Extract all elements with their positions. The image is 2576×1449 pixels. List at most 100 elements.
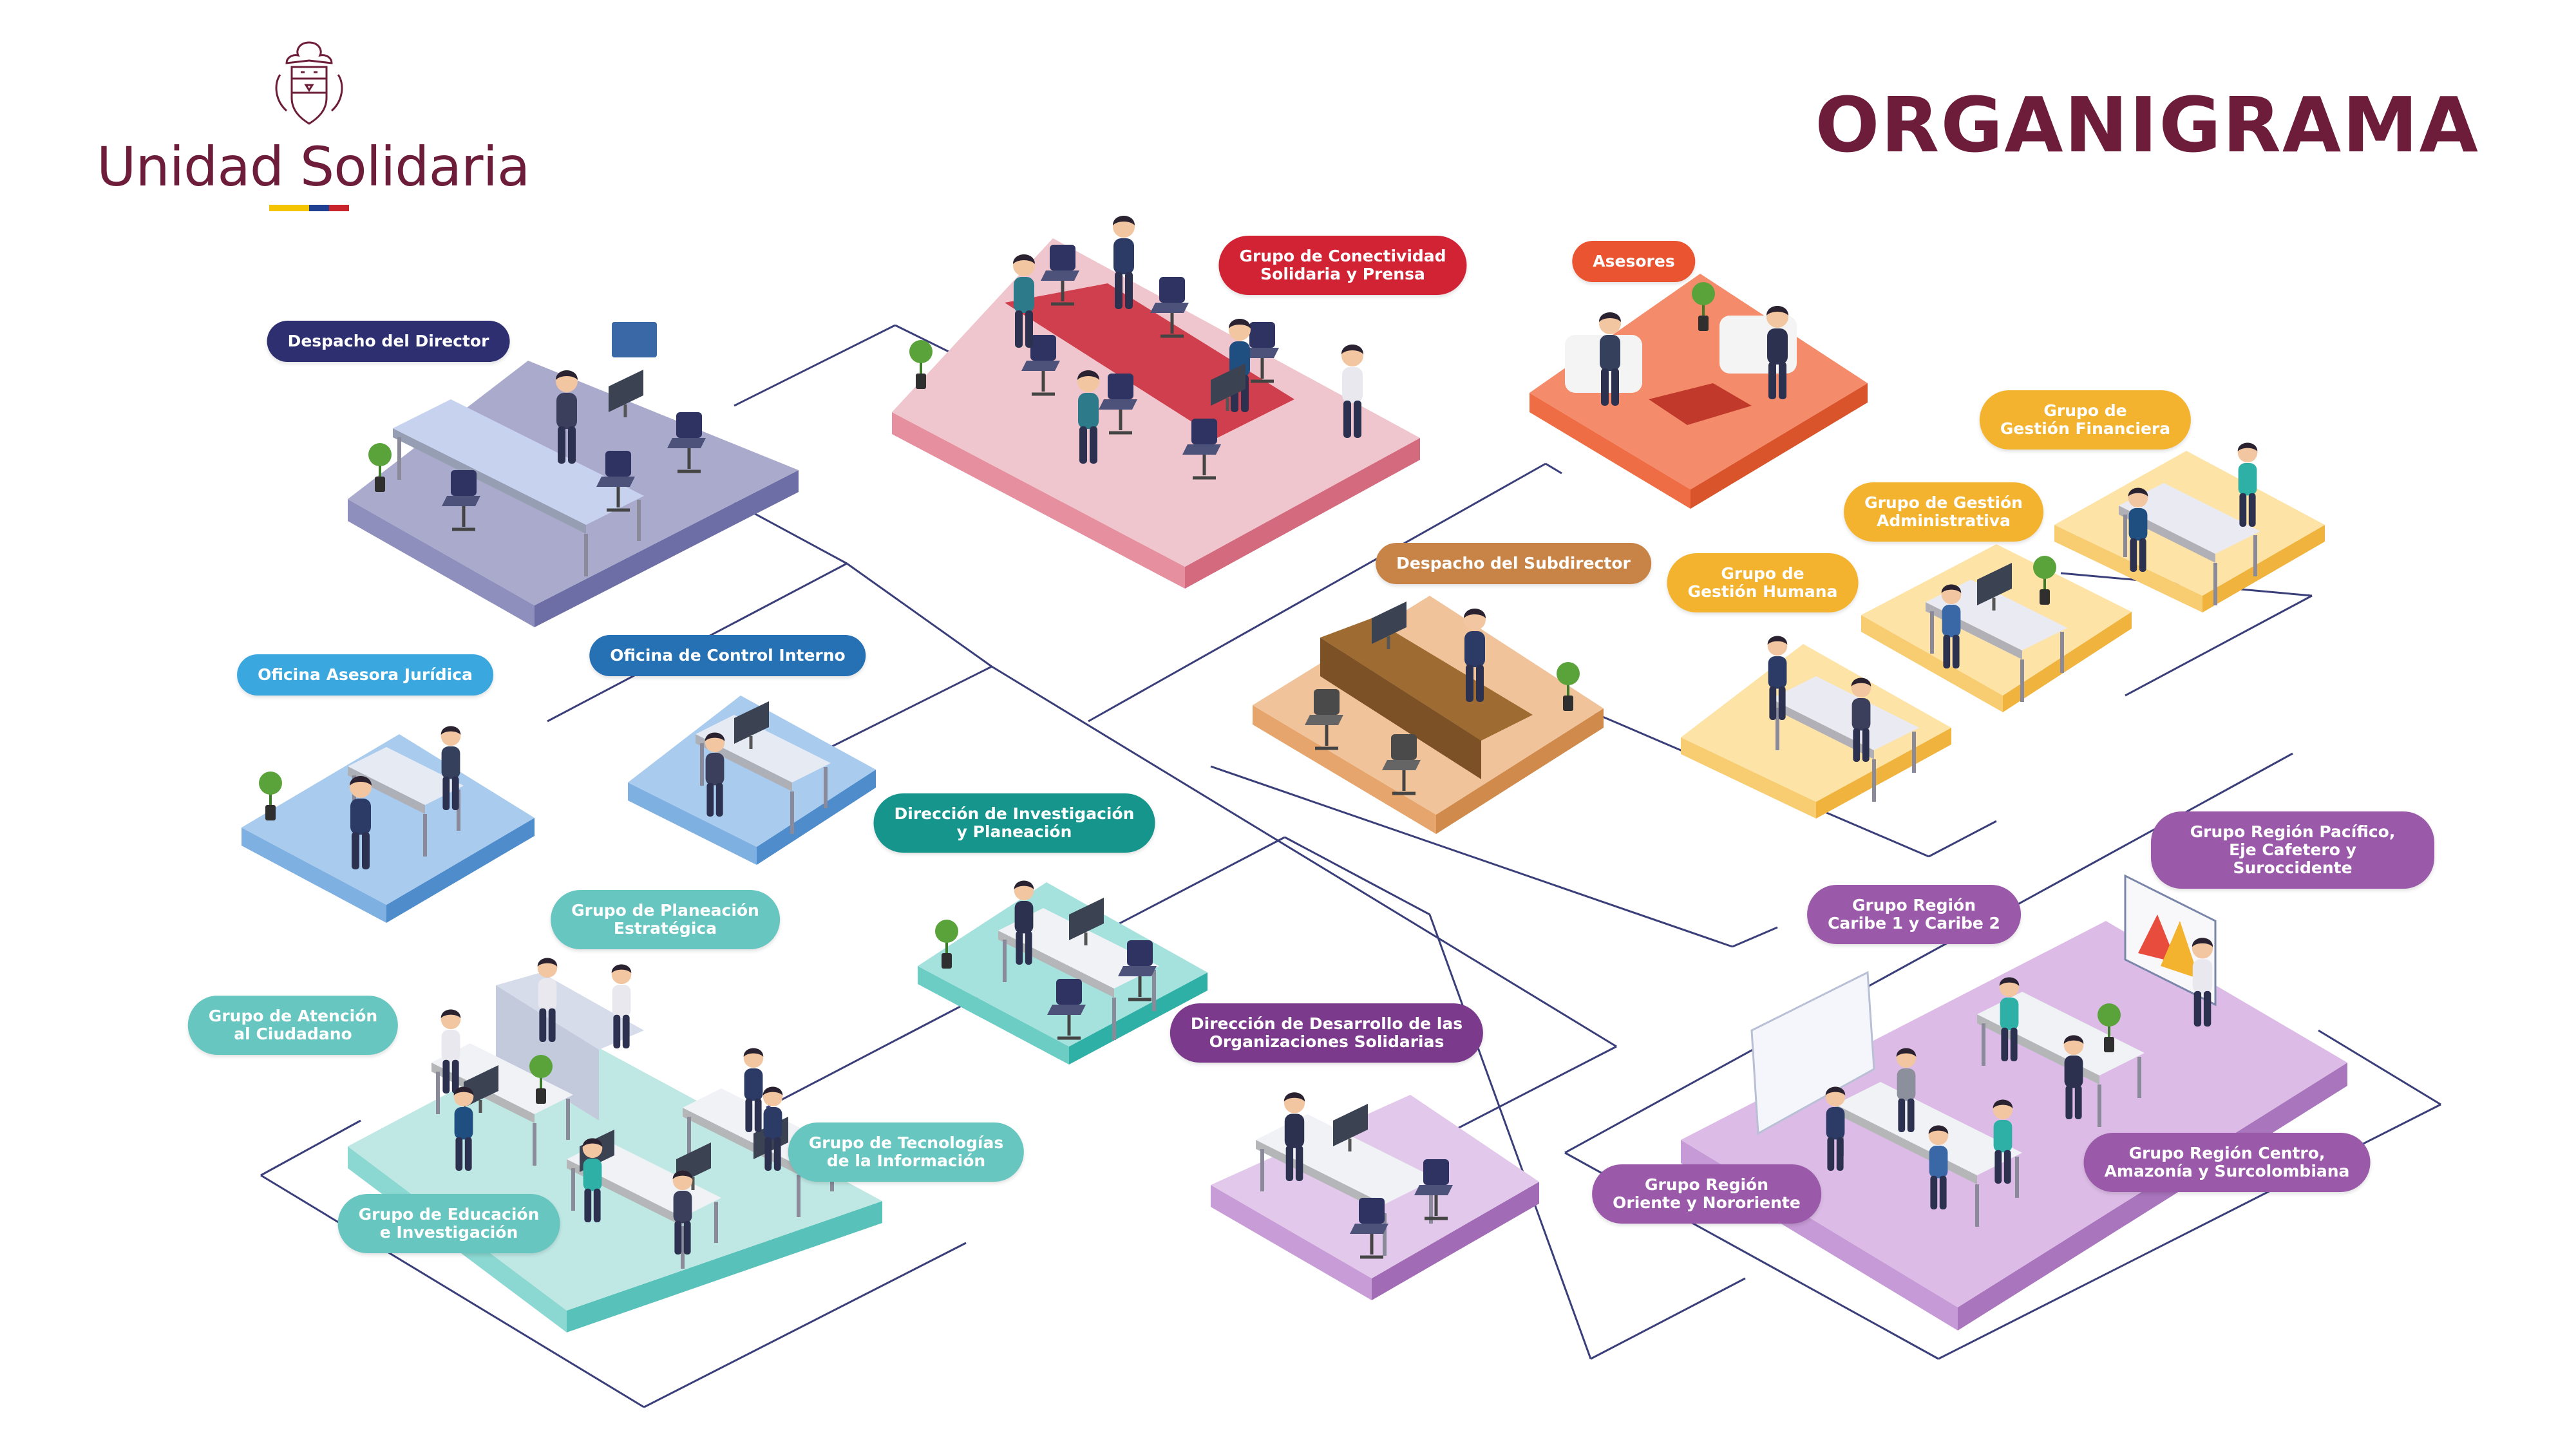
juridica-plant-pot	[265, 805, 276, 820]
unit-label-pacifico: Grupo Región Pacífico, Eje Cafetero y Su…	[2151, 811, 2434, 889]
juridica-person-1-leg	[352, 832, 359, 869]
conectividad-chair-seat	[1099, 399, 1137, 410]
investigacion-platform-right-side	[1069, 972, 1208, 1065]
cluster-person-2-leg	[548, 1008, 556, 1042]
regiones-person-5-body	[2000, 998, 2019, 1030]
chart-triangle-icon	[2161, 921, 2199, 979]
conectividad-person-4-leg	[1343, 401, 1351, 438]
administrativa-person-leg	[1943, 634, 1951, 668]
conectividad-person-5-hair	[1077, 370, 1099, 380]
chart-triangle-icon	[2138, 914, 2177, 963]
conectividad-person-5	[1077, 370, 1099, 464]
cluster-person-5-leg	[773, 1137, 781, 1171]
investigacion-desk-top	[998, 908, 1159, 989]
director-desk-edge	[393, 428, 586, 534]
director-monitor	[609, 370, 643, 417]
subdirector-desk-top	[1320, 618, 1533, 741]
unit-label-planeacion: Grupo de Planeación Estratégica	[551, 890, 780, 949]
conectividad-platform-left-side	[892, 412, 1185, 589]
director-person-body	[556, 393, 577, 429]
cluster-plant	[529, 1055, 553, 1104]
unit-label-centro: Grupo Región Centro, Amazonía y Surcolom…	[2083, 1133, 2371, 1192]
director-chair-1-seat	[442, 496, 480, 506]
cluster-person-5-body	[763, 1107, 782, 1140]
subdirector-plant	[1557, 662, 1580, 711]
asesores-platform-left-side	[1530, 393, 1690, 509]
flag-red-stripe	[329, 205, 349, 211]
regiones-person-6-hair	[2063, 1035, 2084, 1044]
financiera-person-2-leg	[2239, 493, 2247, 527]
cluster-person-1	[440, 1009, 461, 1094]
humana-person-2-leg	[1853, 728, 1861, 762]
page-title: ORGANIGRAMA	[1815, 80, 2479, 169]
cluster-person-6-leg	[584, 1188, 592, 1222]
juridica-person-1-hair	[350, 776, 372, 786]
financiera-person-1-leg	[2130, 538, 2137, 572]
regiones-person-3-leg	[1939, 1175, 1947, 1209]
regiones-person-6	[2063, 1035, 2084, 1119]
unit-label-despacho-director: Despacho del Director	[267, 321, 510, 362]
desarrollo-person-leg	[1285, 1145, 1294, 1181]
regiones-plant-pot	[2104, 1037, 2114, 1052]
unit-label-administrativa: Grupo de Gestión Administrativa	[1844, 482, 2043, 542]
conectividad-chair	[1150, 277, 1189, 338]
cluster-person-5-hair	[762, 1086, 783, 1095]
desarrollo-person-body	[1284, 1113, 1305, 1148]
control-person	[705, 732, 725, 817]
director-desk	[393, 399, 644, 576]
unit-label-conectividad: Grupo de Conectividad Solidaria y Prensa	[1218, 236, 1467, 295]
connector-line	[643, 1242, 967, 1408]
cluster-person-8-leg	[464, 1137, 472, 1171]
desarrollo-chair-1-seat	[1350, 1224, 1388, 1234]
regiones-person-2-leg	[1898, 1098, 1906, 1132]
subdirector-chair-1-seat	[1305, 715, 1343, 725]
juridica-desk-top	[348, 747, 464, 805]
conectividad-person-5-leg	[1090, 426, 1097, 464]
director-chair-3-seat	[667, 438, 706, 448]
director-plant-pot	[375, 477, 385, 492]
conectividad-person-1-body	[1014, 277, 1034, 313]
director-person-leg	[568, 426, 576, 464]
investigacion-chair-2-seat	[1118, 966, 1157, 976]
conectividad-chair	[1041, 245, 1079, 306]
conectividad-chair-back	[1050, 245, 1075, 270]
planning-board	[1750, 971, 1875, 1135]
humana-person-1-body	[1768, 656, 1787, 689]
conectividad-chair-back	[1159, 277, 1185, 303]
connector-line	[991, 665, 1617, 1048]
cluster-person-4	[743, 1048, 764, 1132]
administrativa-platform-left-side	[1861, 615, 2003, 712]
regiones-person-1-leg	[1827, 1137, 1835, 1171]
regiones-person-1-hair	[1825, 1086, 1846, 1095]
humana-person-1-hair	[1767, 636, 1788, 645]
conectividad-plant-leaves	[909, 340, 933, 363]
asesor-person-2-leg	[1768, 362, 1776, 399]
subdirector-chair-1-back	[1314, 689, 1340, 715]
regiones-person-6-leg	[2074, 1085, 2082, 1119]
cluster-person-1-leg	[451, 1059, 459, 1094]
unit-label-tecnologias: Grupo de Tecnologías de la Información	[788, 1122, 1025, 1182]
cluster-person-8-hair	[453, 1086, 474, 1095]
financiera-person-2-leg	[2248, 493, 2256, 527]
humana-desk-top	[1771, 676, 1919, 750]
cluster-partition-front	[496, 985, 599, 1121]
cluster-person-6-hair	[582, 1138, 603, 1147]
cluster-person-3-leg	[622, 1014, 630, 1048]
cluster-plant-leaves	[529, 1055, 553, 1078]
regiones-person-5-hair	[1999, 977, 2020, 986]
regiones-platform-right-side	[1958, 1063, 2347, 1331]
conectividad-person-1-leg	[1015, 310, 1023, 348]
director-person	[556, 370, 578, 464]
subdirector-chair-1	[1305, 689, 1343, 750]
administrativa-person-leg	[1952, 634, 1960, 668]
regiones-person-4-leg	[1994, 1150, 2002, 1184]
financiera-person-2-hair	[2237, 442, 2258, 451]
cluster-person-3-body	[612, 985, 631, 1018]
desarrollo-chair-1	[1350, 1198, 1388, 1259]
conectividad-plant	[909, 340, 933, 389]
investigacion-person-leg	[1016, 931, 1023, 965]
conectividad-person-2-leg	[1115, 272, 1122, 309]
investigacion-person	[1014, 880, 1034, 965]
director-chair-2-back	[605, 451, 631, 477]
